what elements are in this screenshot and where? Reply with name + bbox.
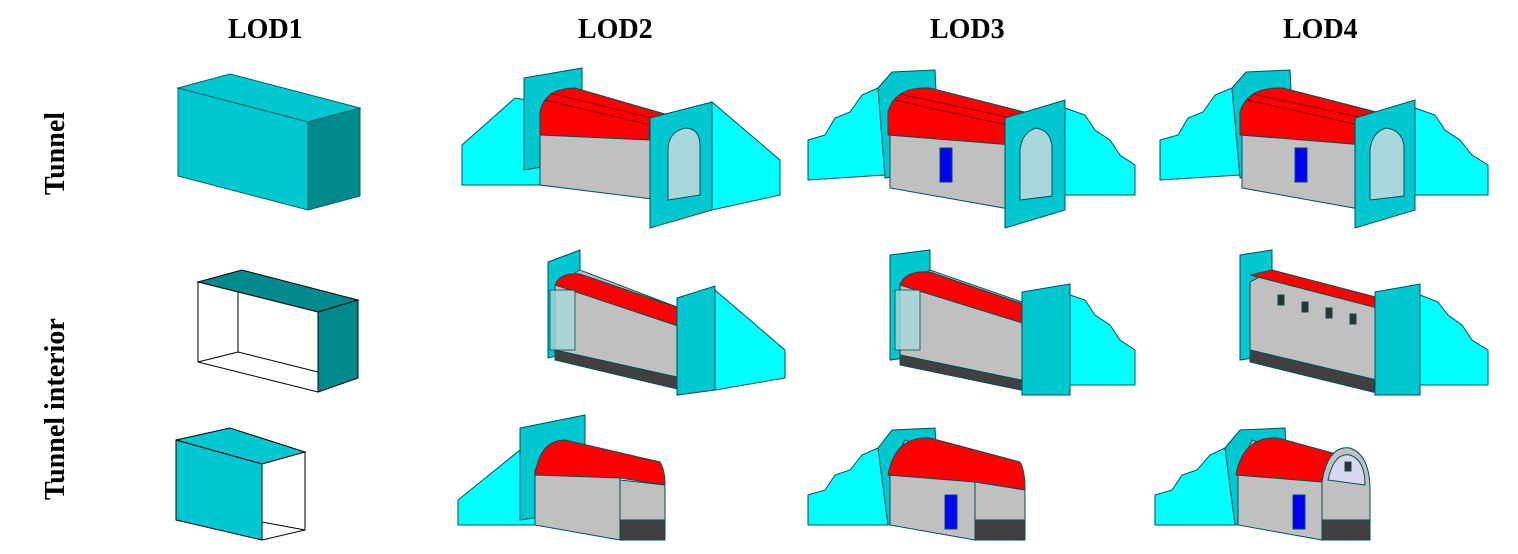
tunnel-lod2 <box>461 67 781 229</box>
tunnel-lod3 <box>807 69 1136 229</box>
tunnel-lod4 <box>1159 69 1489 229</box>
row3-lod2 <box>457 414 666 541</box>
row3-lod4 <box>1154 427 1371 541</box>
interior-lod2 <box>547 249 786 396</box>
row3-lod3 <box>807 427 1026 541</box>
column-header-lod1: LOD1 <box>228 14 303 45</box>
column-header-lod4: LOD4 <box>1283 14 1358 45</box>
column-header-lod3: LOD3 <box>930 14 1005 45</box>
row3-lod1-box <box>175 427 307 541</box>
tunnel-lod1-box <box>176 73 362 211</box>
interior-lod3 <box>889 249 1136 396</box>
column-header-lod2: LOD2 <box>578 14 653 45</box>
interior-lod1-box <box>196 269 360 393</box>
interior-lod4 <box>1239 249 1489 396</box>
